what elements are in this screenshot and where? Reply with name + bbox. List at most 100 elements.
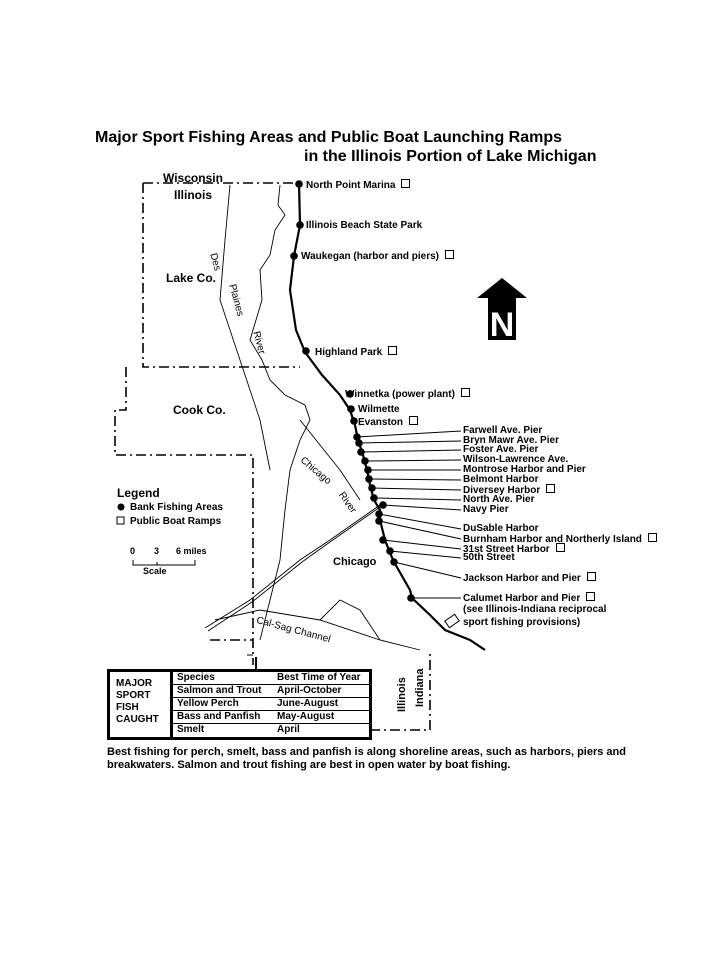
site-label: 31st Street Harbor xyxy=(463,543,565,555)
bank-fishing-dot xyxy=(368,484,376,492)
leader-line xyxy=(382,539,462,550)
boundary-lines xyxy=(114,182,431,731)
leader-line xyxy=(371,487,462,491)
leader-line xyxy=(389,550,462,559)
footer-note: Best fishing for perch, smelt, bass and … xyxy=(107,746,626,771)
scale-tick-3: 3 xyxy=(154,546,160,556)
calumet-note-2: sport fishing provisions) xyxy=(463,617,581,628)
bank-fishing-dot xyxy=(347,405,355,413)
bank-fishing-dot xyxy=(350,417,358,425)
site-label: Foster Ave. Pier xyxy=(463,444,538,455)
site-name: Farwell Ave. Pier xyxy=(463,425,543,436)
bank-fishing-dot xyxy=(296,221,304,229)
site-label: Highland Park xyxy=(315,346,398,358)
site-label: Calumet Harbor and Pier xyxy=(463,592,596,604)
site-label: Jackson Harbor and Pier xyxy=(463,572,596,584)
legend-dot-icon xyxy=(117,503,125,511)
bank-fishing-dot xyxy=(353,433,361,441)
leader-line xyxy=(382,504,462,511)
bank-fishing-dot xyxy=(379,536,387,544)
site-name: North Point Marina xyxy=(306,180,396,191)
boat-ramp-icon xyxy=(401,179,411,188)
county-outlines xyxy=(204,184,421,651)
north-arrow-label: N xyxy=(490,306,515,344)
bank-fishing-dot xyxy=(290,252,298,260)
bank-fishing-dot xyxy=(386,547,394,555)
site-name: Calumet Harbor and Pier xyxy=(463,593,581,604)
site-label: Wilson-Lawrence Ave. xyxy=(463,454,568,465)
legend-bank-fishing: Bank Fishing Areas xyxy=(130,502,223,513)
site-label: North Ave. Pier xyxy=(463,494,535,505)
site-name: Montrose Harbor and Pier xyxy=(463,464,586,475)
site-name: Illinois Beach State Park xyxy=(306,220,423,231)
state-line-marker xyxy=(444,613,460,629)
bank-fishing-dot xyxy=(407,594,415,602)
bank-fishing-dot xyxy=(375,517,383,525)
leader-line xyxy=(393,561,462,579)
bank-fishing-dot xyxy=(375,510,383,518)
site-label: Waukegan (harbor and piers) xyxy=(301,250,454,262)
legend-boat-ramps: Public Boat Ramps xyxy=(130,516,222,527)
label-illinois: Illinois xyxy=(174,188,213,202)
bank-fishing-dot xyxy=(370,494,378,502)
site-name: Belmont Harbor xyxy=(463,474,539,485)
site-name: Highland Park xyxy=(315,347,383,358)
boat-ramp-icon xyxy=(388,346,398,355)
label-lake-county: Lake Co. xyxy=(166,271,217,285)
site-name: Waukegan (harbor and piers) xyxy=(301,251,439,262)
site-label: Burnham Harbor and Northerly Island xyxy=(463,533,657,545)
leader-line xyxy=(360,449,462,453)
bank-fishing-dot xyxy=(390,558,398,566)
site-name: Jackson Harbor and Pier xyxy=(463,573,581,584)
site-name: Winnetka (power plant) xyxy=(345,389,455,400)
bank-fishing-dot xyxy=(295,180,303,188)
site-name: DuSable Harbor xyxy=(463,523,539,534)
calumet-note-1: (see Illinois-Indiana reciprocal xyxy=(463,604,607,615)
site-name: 50th Street xyxy=(463,552,515,563)
north-arrow-icon xyxy=(477,278,527,340)
leader-line xyxy=(368,478,462,481)
site-label: Navy Pier xyxy=(463,504,509,515)
site-name: Wilmette xyxy=(358,404,400,415)
site-label: Belmont Harbor xyxy=(463,474,539,485)
site-name: Wilson-Lawrence Ave. xyxy=(463,454,569,465)
site-label: Bryn Mawr Ave. Pier xyxy=(463,435,559,446)
bank-fishing-dot xyxy=(346,390,354,398)
bank-fishing-dot xyxy=(364,466,372,474)
bank-fishing-dot xyxy=(361,457,369,465)
site-leader-lines xyxy=(356,430,462,599)
bank-fishing-dot xyxy=(365,475,373,483)
site-label: Montrose Harbor and Pier xyxy=(463,464,586,475)
boat-ramp-icon xyxy=(409,416,419,425)
leader-line xyxy=(378,520,462,540)
site-label: Diversey Harbor xyxy=(463,484,556,496)
site-label: Evanston xyxy=(358,416,419,428)
site-name: Burnham Harbor and Northerly Island xyxy=(463,534,642,545)
map-title-line2: in the Illinois Portion of Lake Michigan xyxy=(304,148,597,165)
site-label: 50th Street xyxy=(463,552,515,563)
site-name: Bryn Mawr Ave. Pier xyxy=(463,435,559,446)
leader-line xyxy=(356,430,462,438)
boat-ramp-icon xyxy=(586,572,596,581)
leader-line xyxy=(373,497,462,501)
site-name: Diversey Harbor xyxy=(463,485,541,496)
site-dots xyxy=(290,180,415,602)
label-illinois-vertical: Illinois xyxy=(396,677,408,712)
legend-title: Legend xyxy=(117,486,160,500)
site-label: Wilmette xyxy=(358,404,400,415)
boat-ramp-icon xyxy=(460,388,470,397)
label-indiana-vertical: Indiana xyxy=(414,668,426,707)
scale-tick-6: 6 miles xyxy=(176,546,207,556)
label-chicago: Chicago xyxy=(333,556,377,568)
leader-line xyxy=(378,513,462,530)
site-label: Farwell Ave. Pier xyxy=(463,425,542,436)
bank-fishing-dot xyxy=(302,347,310,355)
bank-fishing-dot xyxy=(357,448,365,456)
legend-box-icon xyxy=(116,516,125,525)
